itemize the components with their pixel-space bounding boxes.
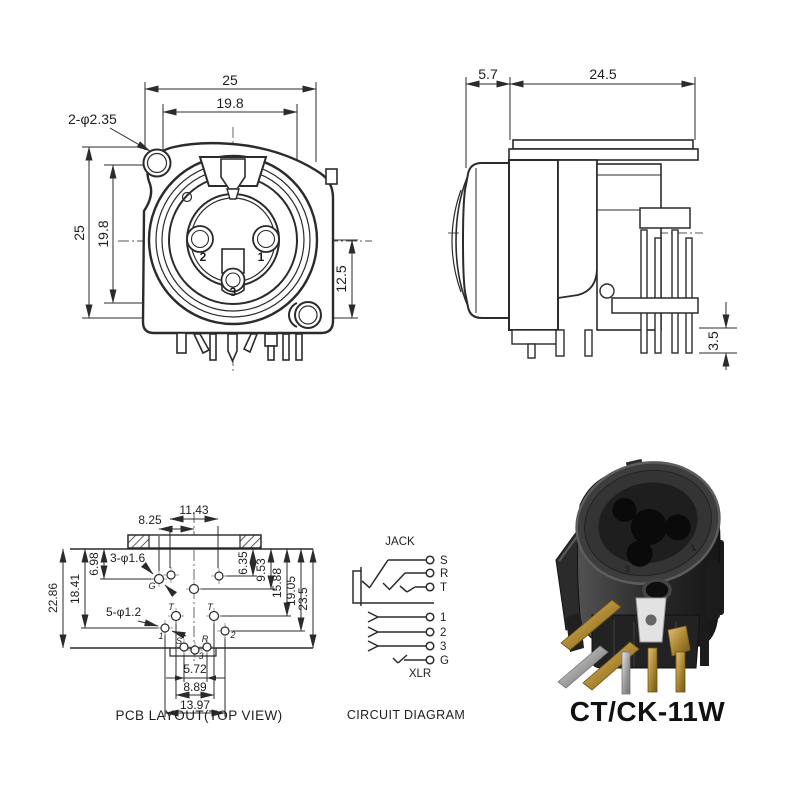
- face-pin-2-digit: 2: [605, 507, 612, 518]
- dim-width-inner: 19.8: [216, 95, 243, 111]
- pcb-callout-small-holes: 3-φ1.6: [110, 551, 145, 565]
- pcb-hole-label-g: G: [148, 581, 155, 591]
- front-view-drawing: 25 19.8 2-φ2.35 25 19.8 12.5: [68, 72, 372, 372]
- jack-terminal-t: T: [440, 582, 447, 594]
- xlr-hole-1: [664, 514, 691, 541]
- pcb-layout-drawing: 11.43 8.25 3-φ1.6 5-φ1.2 22.86 18.41 6.9…: [48, 503, 317, 717]
- pcb-dim-8-89: 8.89: [183, 680, 207, 694]
- front-pin-3-label: 3: [230, 285, 237, 299]
- front-view-dimensions: 25 19.8 2-φ2.35 25 19.8 12.5: [68, 72, 358, 319]
- pcb-dim-lines: [59, 515, 317, 717]
- pcb-dim-15-88: 15.88: [270, 568, 284, 598]
- pcb-dim-5-72: 5.72: [183, 662, 207, 676]
- pcb-hole-label-s: S: [176, 636, 182, 646]
- side-view-drawing: 5.7 24.5 3.5: [448, 66, 737, 370]
- connector-photo-face: 2 3 1: [575, 458, 721, 585]
- side-dim-body: 24.5: [589, 66, 616, 82]
- front-pin-2-label: 2: [200, 250, 207, 264]
- pcb-hole-label-r: R: [202, 634, 209, 644]
- jack-entry-hole: [630, 508, 667, 545]
- side-view-body: [451, 139, 699, 359]
- pcb-callout-pin-holes: 5-φ1.2: [106, 605, 141, 619]
- face-pin-1-digit: 1: [690, 542, 697, 553]
- pcb-hole-label-2: 2: [229, 630, 235, 640]
- pcb-dim-13-97: 13.97: [180, 698, 210, 712]
- dim-height-inner: 19.8: [95, 220, 111, 247]
- xlr-terminal-g: G: [440, 655, 449, 667]
- pcb-holes: G T T 1 2 S R 3: [148, 567, 236, 661]
- connector-photo-pins: [557, 599, 709, 695]
- product-photo: 2 3 1: [555, 458, 724, 695]
- pcb-hole-label-1: 1: [158, 631, 163, 641]
- xlr-terminal-2: 2: [440, 627, 446, 639]
- pcb-dim-texts: 11.43 8.25 3-φ1.6 5-φ1.2 22.86 18.41 6.9…: [48, 503, 310, 712]
- pcb-hole-label-t2: T: [207, 602, 214, 612]
- side-dim-pin: 3.5: [705, 331, 721, 351]
- pcb-dim-19-05: 19.05: [284, 576, 298, 606]
- side-dim-front: 5.7: [478, 66, 498, 82]
- pcb-dim-22-86: 22.86: [48, 583, 60, 613]
- circuit-diagram-drawing: JACK S R T 1 2 3 G XLR: [352, 536, 449, 680]
- xlr-terminal-3: 3: [440, 641, 446, 653]
- pcb-dim-6-35: 6.35: [236, 551, 250, 575]
- jack-section-label: JACK: [385, 536, 415, 548]
- product-model-label: CT/CK-11W: [569, 696, 726, 727]
- pcb-dim-11-43: 11.43: [179, 503, 208, 517]
- xlr-hole-2: [612, 497, 637, 522]
- front-pin-1-label: 1: [258, 250, 265, 264]
- dim-width-outer: 25: [222, 72, 238, 88]
- pcb-dim-8-25: 8.25: [138, 513, 162, 527]
- pcb-hole-label-3: 3: [198, 651, 203, 661]
- dim-height-outer: 25: [71, 225, 87, 241]
- front-view-contacts: 2 1 3: [186, 225, 280, 299]
- xlr-wiring: [367, 611, 435, 665]
- pcb-dim-23-5: 23.5: [296, 587, 310, 611]
- face-pin-3-digit: 3: [624, 563, 631, 574]
- front-view-legs: [176, 332, 303, 363]
- xlr-section-label: XLR: [409, 668, 431, 680]
- pcb-dim-9-53: 9.53: [254, 558, 268, 582]
- jack-terminal-r: R: [440, 568, 448, 580]
- pcb-layout-caption: PCB LAYOUT(TOP VIEW): [115, 708, 283, 723]
- jack-terminal-s: S: [440, 555, 448, 567]
- dim-mount-holes: 2-φ2.35: [68, 111, 117, 127]
- xlr-hole-3: [626, 540, 653, 567]
- front-view-body: [141, 141, 338, 335]
- pcb-dim-18-41: 18.41: [68, 574, 82, 604]
- dim-height-right: 12.5: [333, 265, 349, 292]
- side-view-dimensions: 5.7 24.5 3.5: [465, 66, 737, 370]
- xlr-terminal-1: 1: [440, 612, 446, 624]
- pcb-dim-6-98: 6.98: [87, 552, 101, 576]
- pcb-hole-label-t1: T: [168, 602, 175, 612]
- jack-wiring: [352, 555, 435, 606]
- circuit-diagram-caption: CIRCUIT DIAGRAM: [346, 708, 466, 722]
